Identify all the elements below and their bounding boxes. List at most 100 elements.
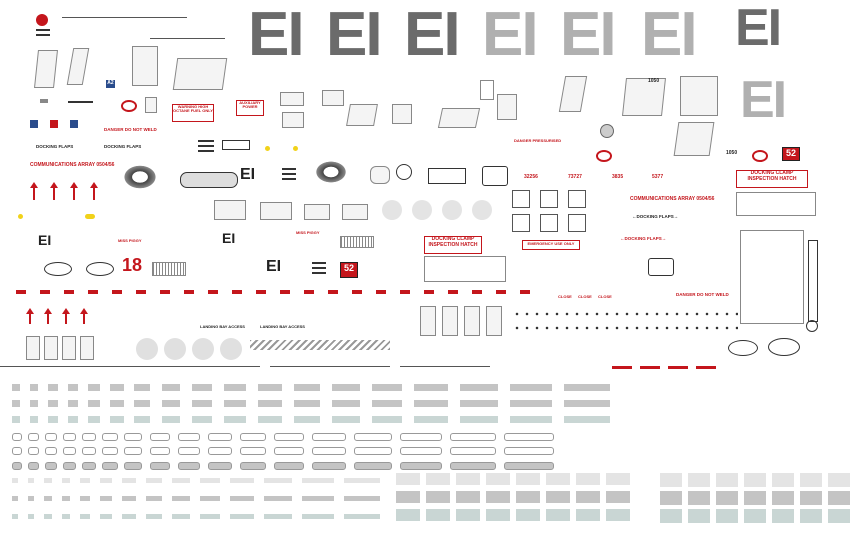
yellow-dot (293, 146, 298, 151)
disc (220, 338, 242, 360)
big-ei-8: EI (740, 71, 787, 129)
code-3835: 3835 (612, 174, 624, 180)
square-panel (568, 214, 586, 232)
swatch (44, 478, 52, 483)
swatch (88, 384, 100, 391)
swatch (178, 433, 200, 441)
swatch (12, 433, 22, 441)
wing-emblem (86, 262, 114, 276)
disc (192, 338, 214, 360)
swatch (162, 384, 180, 391)
dash (40, 99, 48, 103)
code-32256: 32256 (524, 174, 538, 180)
swatch (396, 509, 420, 521)
arrow-shaft (53, 188, 55, 200)
arrow-up-icon (44, 308, 52, 314)
swatch (192, 400, 212, 407)
swatch (224, 384, 246, 391)
yellow-dot (265, 146, 270, 151)
swatch (546, 473, 570, 485)
swatch (240, 433, 266, 441)
swatch (45, 433, 57, 441)
swatch (28, 433, 39, 441)
swatch (294, 416, 320, 423)
swatch (12, 462, 22, 470)
swatch (312, 447, 346, 455)
reticle-icon (121, 100, 137, 112)
swatch (200, 478, 220, 483)
docking-flaps-label-1: DOCKING FLAPS (36, 144, 74, 149)
swatch (354, 447, 392, 455)
swatch (800, 491, 822, 505)
disc (442, 200, 462, 220)
docking-clamp-hatch-label-2: DOCKING CLAMP INSPECTION HATCH (424, 236, 482, 254)
swatch (396, 473, 420, 485)
danger-weld-label: DANGER DO NOT WELD (104, 127, 157, 132)
swatch (274, 447, 304, 455)
swatch (12, 384, 20, 391)
swatch (716, 509, 738, 523)
swatch (660, 491, 682, 505)
swatch (414, 384, 448, 391)
swatch (150, 447, 170, 455)
swatch (102, 433, 118, 441)
swatch (460, 384, 498, 391)
danger-weld-label-2: DANGER DO NOT WELD (676, 292, 729, 297)
swatch (224, 400, 246, 407)
swatch (510, 384, 552, 391)
swatch (224, 416, 246, 423)
code-square-blue (30, 120, 38, 128)
num-88-icon (36, 14, 48, 26)
arrow-up-icon (70, 182, 78, 188)
stripe (282, 168, 296, 170)
speaker-pair (214, 200, 246, 220)
swatch (354, 462, 392, 470)
num-1050-a: 1050 (648, 78, 660, 84)
swatch (30, 384, 38, 391)
swatch (504, 447, 554, 455)
ei-logo: EI (222, 230, 236, 246)
big-ei-7: EI (735, 0, 782, 57)
swatch (312, 433, 346, 441)
swatch (772, 473, 794, 487)
swatch (62, 496, 70, 501)
swatch (146, 478, 162, 483)
swatch (12, 514, 18, 519)
swatch (344, 514, 380, 519)
dot-row (512, 326, 738, 330)
swatch (486, 491, 510, 503)
swatch (28, 478, 34, 483)
close-label-3: CLOSE (598, 294, 612, 299)
swatch (102, 462, 118, 470)
swatch (426, 491, 450, 503)
speaker-column (464, 306, 480, 336)
swatch (100, 496, 112, 501)
arrow-up-icon (26, 308, 34, 314)
small-panel (145, 97, 157, 113)
landing-bay-label: LANDING BAY ACCESS (200, 324, 245, 329)
divider-line (400, 366, 490, 367)
stripe (198, 150, 214, 152)
square-panel (540, 214, 558, 232)
swatch (744, 491, 766, 505)
swatch (772, 491, 794, 505)
swatch (192, 416, 212, 423)
swatch (68, 416, 78, 423)
swatch (63, 447, 76, 455)
swatch (660, 473, 682, 487)
swatch (516, 509, 540, 521)
close-label-2: CLOSE (578, 294, 592, 299)
ei-logo: EI (38, 232, 52, 248)
swatch (576, 473, 600, 485)
swatch (28, 447, 39, 455)
swatch (12, 496, 18, 501)
red-stripe (640, 366, 660, 369)
swatch (240, 447, 266, 455)
swatch (344, 496, 380, 501)
swatch (372, 416, 402, 423)
arrow-shaft (83, 314, 85, 324)
panel (424, 256, 506, 282)
disc (472, 200, 492, 220)
arrow-shaft (47, 314, 49, 324)
swatch (504, 462, 554, 470)
